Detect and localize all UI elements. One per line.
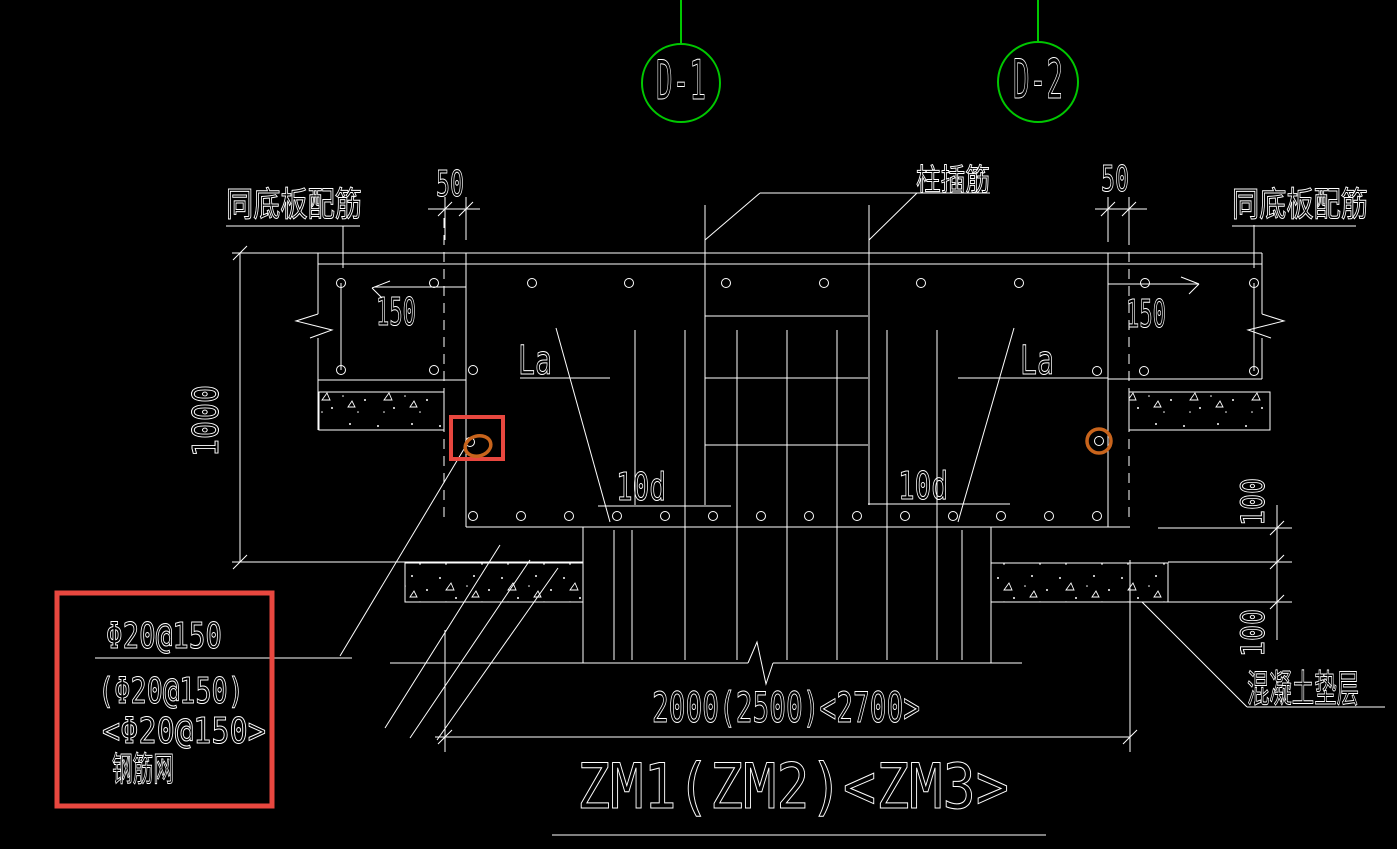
highlight-circle-right [1085, 427, 1113, 455]
dim-50-left: 50 [436, 164, 464, 205]
dimension-lines [232, 197, 1292, 752]
highlight-circle-left [463, 434, 493, 458]
drawing-title: ZM1(ZM2)<ZM3> [577, 750, 1009, 823]
dim-footing-width: 2000(2500)<2700> [652, 683, 920, 732]
rebar-dots [336, 278, 1259, 521]
detail-bubble-d2 [997, 41, 1079, 123]
label-slab-rebar-left: 同底板配筋 [226, 185, 362, 225]
highlighted-bar-right [1094, 436, 1104, 446]
callout-line-4: 钢筋网 [112, 750, 174, 790]
label-10d-left: 10d [616, 465, 666, 509]
label-column-dowel: 柱插筋 [916, 163, 990, 198]
detail-bubbles: D-1 D-2 [641, 0, 1079, 123]
bubble-label-d1: D-1 [656, 49, 706, 112]
label-la-right: La [1020, 338, 1054, 384]
label-10d-right: 10d [898, 464, 948, 508]
callout-box-frame [54, 590, 275, 809]
dim-50-right: 50 [1101, 159, 1129, 200]
leader-lines [95, 192, 1385, 741]
structure-lines [232, 218, 1286, 686]
callout-box-texts: Φ20@150 (Φ20@150) <Φ20@150> 钢筋网 [98, 616, 267, 791]
title-block: ZM1(ZM2)<ZM3> [552, 750, 1046, 836]
callout-line-3: <Φ20@150> [102, 711, 266, 752]
dim-150-right: 150 [1126, 292, 1166, 336]
callout-line-2: (Φ20@150) [98, 671, 244, 712]
dim-1000: 1000 [186, 385, 227, 457]
detail-bubble-d1 [641, 43, 721, 123]
bubble-label-d2: D-2 [1013, 48, 1063, 111]
annotation-texts: 同底板配筋 同底板配筋 柱插筋 50 50 150 150 1000 100 1… [186, 159, 1369, 733]
callout-line-1: Φ20@150 [106, 616, 222, 657]
label-cushion: 混凝土垫层 [1247, 667, 1359, 711]
cushion-hatch [318, 391, 1271, 603]
label-la-left: La [518, 338, 552, 384]
rebar-lines [340, 205, 1255, 660]
dim-100-upper: 100 [1234, 478, 1272, 526]
label-slab-rebar-right: 同底板配筋 [1232, 185, 1368, 225]
review-marks [54, 415, 1113, 809]
dim-100-lower: 100 [1234, 609, 1272, 657]
dim-150-left: 150 [376, 290, 416, 334]
highlight-box-left [449, 415, 505, 461]
